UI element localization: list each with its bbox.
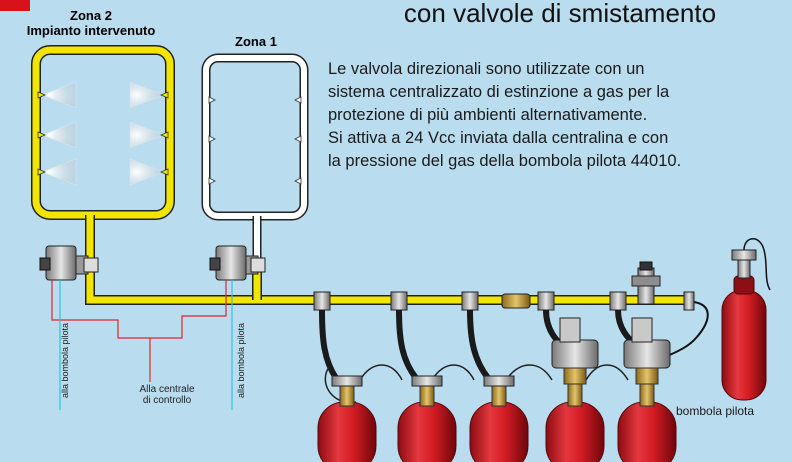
pilot-valve-assembly: [631, 261, 709, 363]
description-line-2: sistema centralizzato di estinzione a ga…: [328, 83, 670, 101]
description-line-5: la pressione del gas della bombola pilot…: [328, 152, 682, 170]
directional-valve-zone1: [209, 245, 266, 281]
pilot-cylinder: [721, 238, 771, 401]
directional-valve-zone2: [39, 245, 99, 281]
header-accent-tab: [0, 0, 30, 11]
manifold-fittings: [313, 291, 695, 311]
zone1-pipe-loop: [201, 53, 309, 262]
description-line-4: Si attiva a 24 Vcc inviata dalla central…: [328, 129, 669, 147]
description-line-3: protezione di più ambienti alternativame…: [328, 106, 648, 124]
control-panel-label: Alla centrale di controllo: [122, 384, 212, 406]
zone2-title: Zona 2 Impianto intervenuto: [0, 8, 182, 38]
zone2-title-line1: Zona 2: [70, 8, 112, 23]
description-text: Le valvola direzionali sono utilizzate c…: [328, 58, 788, 173]
description-line-1: Le valvola direzionali sono utilizzate c…: [328, 60, 645, 78]
zone1-title: Zona 1: [235, 34, 277, 49]
zone2-nozzles: [37, 81, 169, 186]
control-wiring: [51, 280, 233, 410]
cylinder-bank: [317, 309, 677, 462]
page-title: con valvole di smistamento: [403, 0, 717, 28]
pilot-line-label-left: alla bombola pilota: [60, 322, 70, 398]
pilot-line-label-right: alla bombola pilota: [236, 322, 246, 398]
zone1-nozzles: [208, 96, 302, 185]
pilot-cylinder-label: bombola pilota: [676, 404, 755, 418]
zone2-pipe-loop: [31, 45, 175, 262]
control-panel-label-line2: di controllo: [142, 395, 192, 406]
control-panel-label-line1: Alla centrale: [139, 384, 195, 395]
zone2-title-line2: Impianto intervenuto: [26, 23, 156, 38]
yellow-manifold: [85, 262, 686, 305]
